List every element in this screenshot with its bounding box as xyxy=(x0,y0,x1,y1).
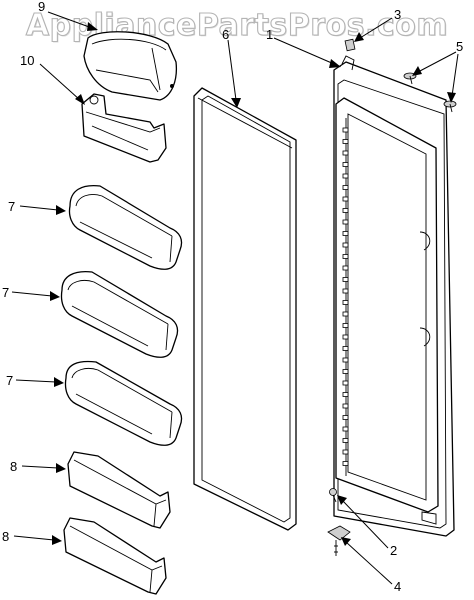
callout-7-a: 7 xyxy=(8,199,16,214)
door-rivet xyxy=(342,219,349,225)
door-rivet xyxy=(342,334,349,340)
callout-10: 10 xyxy=(20,53,35,68)
door-rivet xyxy=(342,127,349,133)
callout-4: 4 xyxy=(394,579,402,594)
door-rivet xyxy=(342,323,349,328)
door-shelf-b xyxy=(63,517,167,595)
door-rivet xyxy=(342,461,349,466)
refrigerator-door-part xyxy=(333,55,455,537)
callout-8-a: 8 xyxy=(10,459,18,474)
door-bin-a xyxy=(68,184,183,270)
door-rivet xyxy=(342,288,349,294)
callout-5: 5 xyxy=(456,39,464,54)
door-rivet xyxy=(342,150,349,156)
door-rivet xyxy=(342,369,349,374)
door-rivet xyxy=(342,173,349,179)
hinge-cap-part xyxy=(344,38,356,52)
door-bin-c xyxy=(64,360,183,446)
callout-1: 1 xyxy=(266,27,274,42)
door-shelf-a xyxy=(67,451,171,529)
door-rivet xyxy=(342,415,349,420)
door-rivet xyxy=(342,311,349,317)
callout-8-b: 8 xyxy=(2,529,10,544)
door-rivet xyxy=(342,392,349,397)
door-rivet xyxy=(342,162,349,167)
leader-lines xyxy=(11,11,459,585)
door-rivet xyxy=(342,300,349,305)
callout-9: 9 xyxy=(38,0,46,14)
callout-3: 3 xyxy=(394,7,402,22)
door-rivet xyxy=(342,231,349,236)
callout-7-b: 7 xyxy=(2,285,10,300)
door-rivet xyxy=(342,426,349,432)
callout-2: 2 xyxy=(390,543,398,558)
door-rivet xyxy=(342,265,349,271)
door-rivet-row xyxy=(342,127,349,466)
hinge-bushing-part xyxy=(329,488,337,503)
dairy-bin-part xyxy=(81,93,167,163)
door-rivet xyxy=(342,254,349,259)
callout-7-c: 7 xyxy=(6,373,14,388)
door-rivet xyxy=(342,139,349,144)
bottom-hinge-part xyxy=(327,525,351,556)
door-rivet xyxy=(342,403,349,409)
door-rivet xyxy=(342,277,349,282)
callout-6: 6 xyxy=(222,27,230,42)
door-gasket-part xyxy=(193,87,297,531)
door-rivet xyxy=(342,346,349,351)
door-rivet xyxy=(342,185,349,190)
door-rivet xyxy=(342,196,349,202)
door-rivet xyxy=(342,357,349,363)
door-rivet xyxy=(342,438,349,443)
screws-part xyxy=(403,72,457,113)
door-rivet xyxy=(342,380,349,386)
door-bin-b xyxy=(60,270,179,358)
door-rivet xyxy=(342,449,349,455)
door-rivet xyxy=(342,208,349,213)
dairy-door-part xyxy=(83,31,178,101)
door-rivet xyxy=(342,242,349,248)
